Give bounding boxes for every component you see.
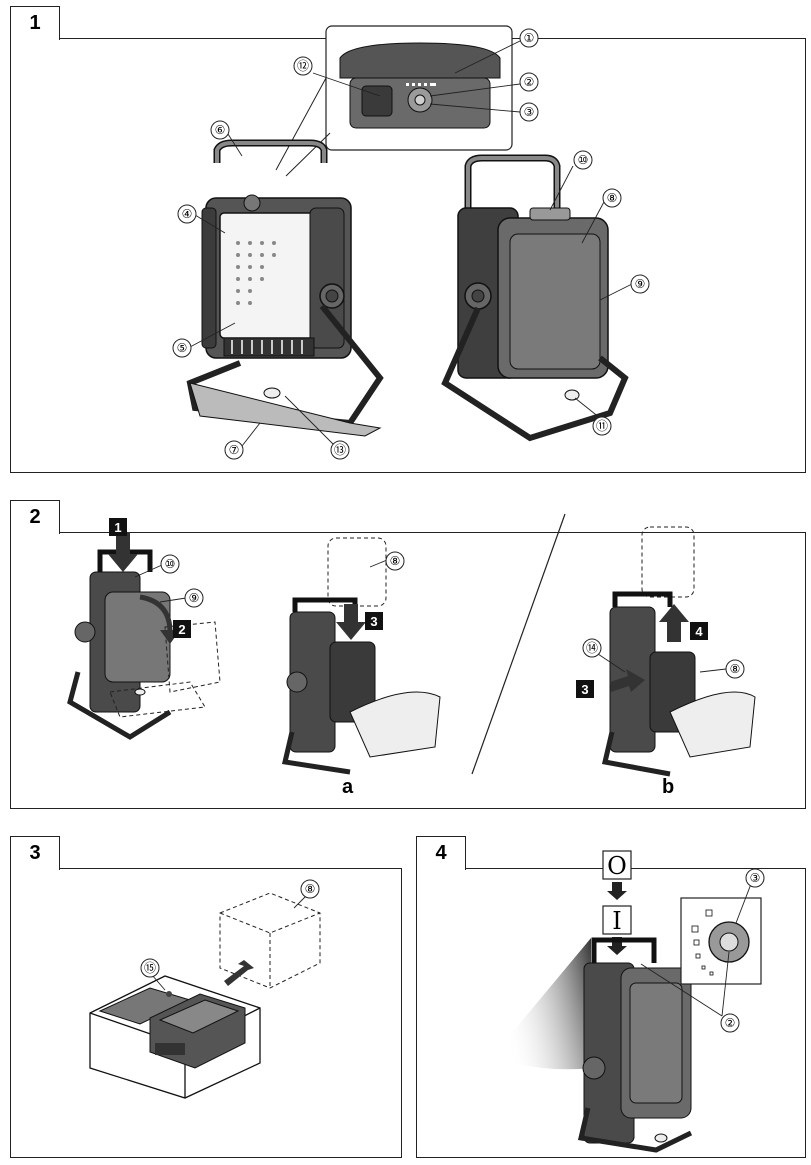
callout-1-label: ① [524,31,535,45]
figure-1-illustration: ① ② ③ ④ ⑤ ⑥ ⑦ ⑧ ⑨ ⑩ ⑪ ⑫ ⑬ [172,25,650,460]
sublabel-a: a [342,776,354,798]
callout-6: ⑥ [210,120,230,140]
work-light-rear-view [441,154,629,442]
figure-4-illustration: O I ③ ② [491,850,765,1153]
callout-9-fig2: ⑨ [184,588,204,608]
callout-10-fig2-label: ⑩ [165,557,176,571]
callout-5: ⑤ [172,338,192,358]
callout-1: ① [519,28,539,48]
on-symbol: I [612,907,621,935]
figure-4-callouts: ③ ② [720,868,765,1033]
callout-2-fig4: ② [720,1013,740,1033]
callout-3-fig4-label: ③ [750,871,761,885]
callout-10-label: ⑩ [578,153,589,167]
callout-15-fig3: ⑮ [140,958,160,978]
figure-4-tab: 4 [416,836,466,870]
callout-10-fig2: ⑩ [160,554,180,574]
step-4-label: 4 [695,624,703,639]
device-a-battery-insert [281,537,441,775]
callout-14-fig2-label: ⑭ [586,641,598,655]
step-1-label: 1 [114,520,121,535]
callout-4: ④ [177,204,197,224]
callout-13: ⑬ [330,440,350,460]
callout-8b-fig2-label: ⑧ [730,662,741,676]
callout-3: ③ [519,102,539,122]
callout-7-label: ⑦ [229,443,240,457]
callout-14-fig2: ⑭ [582,638,602,658]
step-2-box: 2 [173,620,191,638]
callout-8b-fig2: ⑧ [725,659,745,679]
figure-3-illustration: ⑧ ⑮ [89,879,321,1099]
callout-2-fig4-label: ② [725,1016,736,1030]
figure-4-number: 4 [435,842,447,864]
callout-3-label: ③ [524,105,535,119]
step-3a-box: 3 [365,612,383,630]
figure-1-callouts: ① ② ③ ④ ⑤ ⑥ ⑦ ⑧ ⑨ ⑩ ⑪ ⑫ ⑬ [172,28,650,460]
callout-8: ⑧ [602,188,622,208]
step-3b-label: 3 [581,682,588,697]
callout-8a-fig2: ⑧ [385,551,405,571]
insert-arrow [224,960,254,986]
callout-15-fig3-label: ⑮ [144,961,156,975]
light-beam [491,938,591,1070]
callout-10: ⑩ [573,150,593,170]
callout-3-fig4: ③ [745,868,765,888]
on-symbol-box: I [602,905,632,935]
step-3b-box: 3 [576,680,594,698]
callout-9: ⑨ [630,274,650,294]
figure-1-number: 1 [29,12,41,34]
sublabel-b: b [662,776,675,798]
callout-4-label: ④ [182,207,193,221]
callout-9-label: ⑨ [635,277,646,291]
figure-1-tab: 1 [10,6,60,40]
work-light-front-view [186,139,384,437]
callout-9-fig2-label: ⑨ [189,591,200,605]
figure-2-callouts: ⑩ ⑨ ⑧ ⑭ ⑧ [160,551,745,679]
step-3a-label: 3 [370,614,377,629]
callout-2: ② [519,72,539,92]
callout-8-fig3-label: ⑧ [305,882,316,896]
callout-8-fig3: ⑧ [300,879,320,899]
figure-2-tab: 2 [10,500,60,534]
figure-3-tab: 3 [10,836,60,870]
step-2-label: 2 [178,622,185,637]
callout-2-label: ② [524,75,535,89]
step-1-box: 1 [109,518,127,536]
battery-pack-dashed [219,892,321,989]
figure-3-callouts: ⑧ ⑮ [140,879,320,978]
off-symbol-box: O [602,850,632,880]
callout-7: ⑦ [224,440,244,460]
step-4-box: 4 [690,622,708,640]
callout-8-label: ⑧ [607,191,618,205]
figure-2-divider [471,513,566,775]
device-b-battery-release [601,526,756,777]
switch-detail-inset [680,897,762,985]
callout-8a-fig2-label: ⑧ [390,554,401,568]
callout-13-label: ⑬ [334,443,346,457]
callout-5-label: ⑤ [177,341,188,355]
callout-12: ⑫ [293,56,313,76]
figure-2-number: 2 [29,506,41,528]
callout-11: ⑪ [592,416,612,436]
off-symbol: O [607,852,627,880]
device-door-opening [67,532,221,740]
figure-2-illustration: 1 2 3 3 4 ⑩ ⑨ ⑧ ⑭ ⑧ [67,513,756,777]
callout-11-label: ⑪ [596,419,608,433]
callout-6-label: ⑥ [215,123,226,137]
callout-12-label: ⑫ [297,59,309,73]
device-power-on [577,937,693,1153]
figure-3-number: 3 [29,842,41,864]
battery-charger [89,975,261,1099]
